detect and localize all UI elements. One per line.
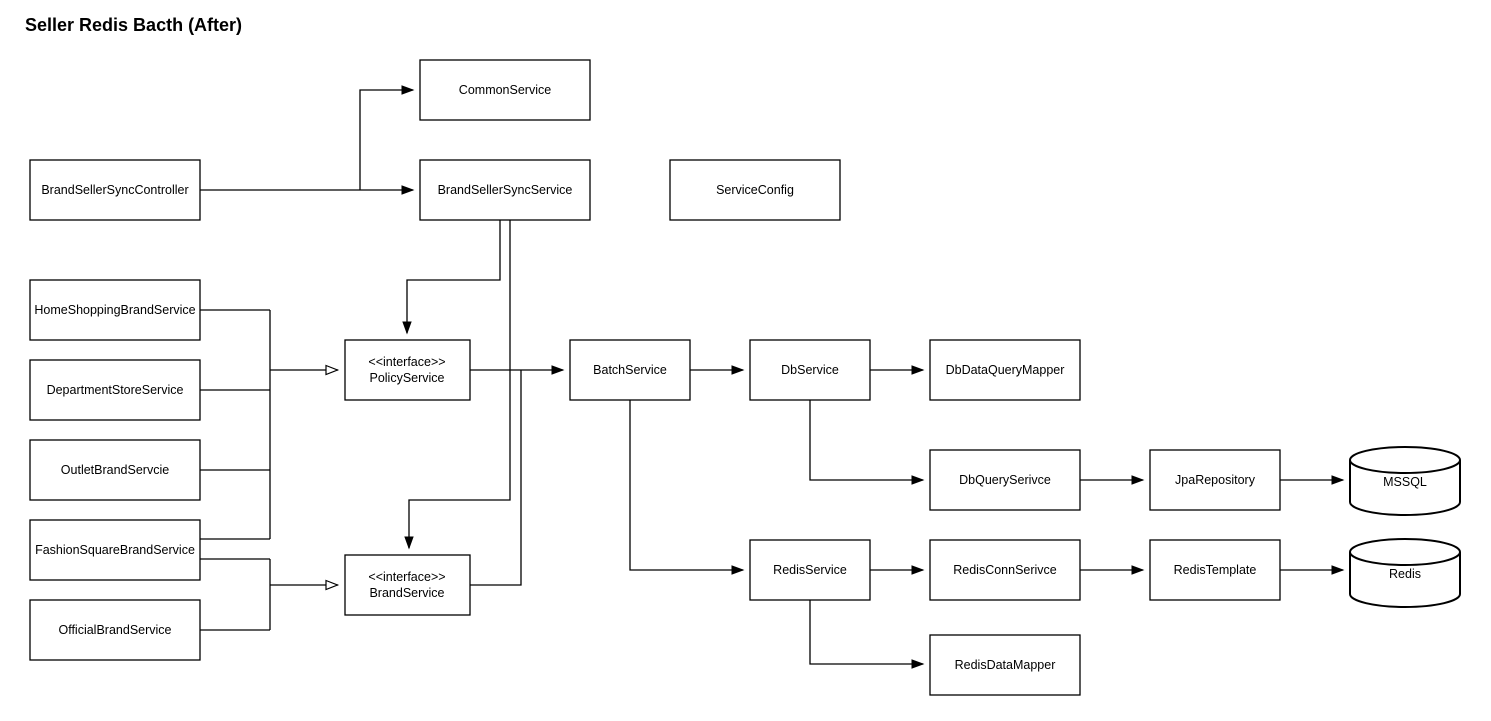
database-cylinder-top: [1349, 446, 1461, 474]
node-box: [344, 339, 471, 401]
node-label: DbDataQueryMapper: [946, 363, 1065, 377]
node-label: DepartmentStoreService: [47, 383, 184, 397]
node-box: [1149, 539, 1281, 601]
node-label: ServiceConfig: [716, 183, 794, 197]
node-label: JpaRepository: [1175, 473, 1256, 487]
node-box: [29, 279, 201, 341]
node-box: [929, 339, 1081, 401]
node-box: [749, 339, 871, 401]
node-box: [569, 339, 691, 401]
node-redis-service: RedisService: [749, 539, 871, 601]
node-box: [29, 159, 201, 221]
edge-batchservice-to-redisservice: [629, 400, 745, 575]
node-box: [419, 59, 591, 121]
diagram-title: Seller Redis Bacth (After): [25, 15, 242, 35]
node-db-data-query-mapper: DbDataQueryMapper: [929, 339, 1081, 401]
node-jpa-repository: JpaRepository: [1149, 449, 1281, 511]
node-department-store-service: DepartmentStoreService: [29, 359, 201, 421]
node-box: [929, 449, 1081, 511]
node-box: [29, 439, 201, 501]
node-db-query-serivce: DbQuerySerivce: [929, 449, 1081, 511]
node-label: OutletBrandServcie: [61, 463, 169, 477]
node-policy-service-interface: <<interface>> PolicyService: [344, 339, 471, 401]
node-stereotype: <<interface>>: [368, 355, 445, 369]
node-brand-service-interface: <<interface>> BrandService: [344, 554, 471, 616]
node-brand-seller-sync-controller: BrandSellerSyncController: [29, 159, 201, 221]
node-box: [929, 539, 1081, 601]
edge-syncservice-to-policyservice: [402, 220, 501, 335]
node-db-service: DbService: [749, 339, 871, 401]
node-label: CommonService: [459, 83, 551, 97]
node-label: RedisConnSerivce: [953, 563, 1057, 577]
node-redis-data-mapper: RedisDataMapper: [929, 634, 1081, 696]
node-label: DbService: [781, 363, 839, 377]
node-fashion-square-brand-service: FashionSquareBrandService: [29, 519, 201, 581]
node-box: [1149, 449, 1281, 511]
node-stereotype: <<interface>>: [368, 570, 445, 584]
node-box: [29, 599, 201, 661]
node-mssql-database: MSSQL: [1349, 446, 1461, 516]
node-official-brand-service: OfficialBrandService: [29, 599, 201, 661]
node-box: [419, 159, 591, 221]
node-box: [29, 359, 201, 421]
node-box: [929, 634, 1081, 696]
node-brand-seller-sync-service: BrandSellerSyncService: [419, 159, 591, 221]
node-redis-template: RedisTemplate: [1149, 539, 1281, 601]
database-cylinder-top: [1349, 538, 1461, 566]
node-home-shopping-brand-service: HomeShoppingBrandService: [29, 279, 201, 341]
node-label: DbQuerySerivce: [959, 473, 1051, 487]
node-box: [29, 519, 201, 581]
node-label: OfficialBrandService: [58, 623, 171, 637]
node-label: BrandSellerSyncService: [438, 183, 573, 197]
node-outlet-brand-servcie: OutletBrandServcie: [29, 439, 201, 501]
edge-redisservice-to-redisdatamapper: [809, 600, 925, 669]
diagram-nodes: CommonService BrandSellerSyncController …: [29, 59, 1461, 696]
node-label: BrandService: [369, 586, 444, 600]
edge-controller-to-commonservice: [359, 85, 415, 190]
node-label: BrandSellerSyncController: [41, 183, 188, 197]
node-label: MSSQL: [1383, 475, 1427, 489]
node-label: FashionSquareBrandService: [35, 543, 195, 557]
node-box: [669, 159, 841, 221]
connector-lines: [200, 85, 1345, 669]
edge-brandservice-to-batchservice: [470, 370, 522, 586]
node-service-config: ServiceConfig: [669, 159, 841, 221]
node-label: RedisDataMapper: [955, 658, 1056, 672]
node-common-service: CommonService: [419, 59, 591, 121]
node-redis-conn-serivce: RedisConnSerivce: [929, 539, 1081, 601]
node-box: [749, 539, 871, 601]
node-label: Redis: [1389, 567, 1421, 581]
node-label: RedisTemplate: [1174, 563, 1257, 577]
node-label: RedisService: [773, 563, 847, 577]
node-redis-database: Redis: [1349, 538, 1461, 608]
node-batch-service: BatchService: [569, 339, 691, 401]
node-label: PolicyService: [369, 371, 444, 385]
node-label: BatchService: [593, 363, 667, 377]
edge-dbservice-to-dbqueryserivce: [809, 400, 925, 485]
node-box: [344, 554, 471, 616]
database-cylinder-body: [1349, 460, 1461, 516]
edge-syncservice-to-brandservice: [404, 220, 511, 550]
database-cylinder-body: [1349, 552, 1461, 608]
node-label: HomeShoppingBrandService: [34, 303, 195, 317]
